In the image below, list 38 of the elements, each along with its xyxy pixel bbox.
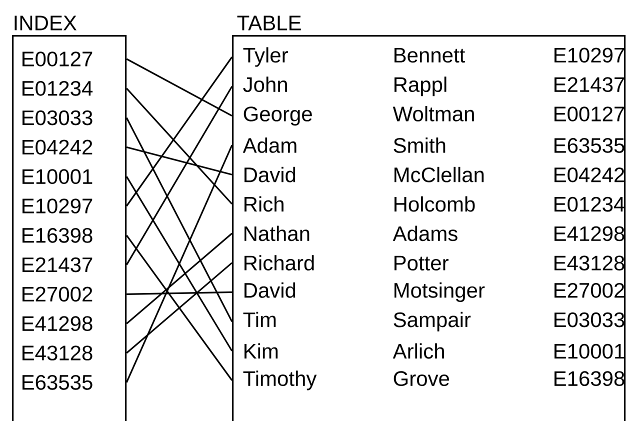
connector-line xyxy=(126,86,233,266)
connector-line xyxy=(126,176,233,352)
index-entry: E27002 xyxy=(22,286,92,302)
table-row: Tim Sampair E03033 xyxy=(243,312,624,332)
index-entry: E00127 xyxy=(22,52,92,66)
table-row: Adam Smith E63535 xyxy=(242,138,624,153)
connector-line xyxy=(126,146,232,176)
table-row: Tyler Bennett E10297 xyxy=(243,47,624,67)
table-row: Richard Potter E43128 xyxy=(244,255,624,270)
connector-line xyxy=(126,291,232,295)
table-row: David McClellan E04242 xyxy=(244,166,624,182)
index-entry: E10001 xyxy=(22,169,92,184)
box-heading: INDEX xyxy=(14,16,77,30)
index-entry: E16398 xyxy=(22,228,92,243)
table-row: David Motsinger E27002 xyxy=(244,282,624,302)
index-entry: E21437 xyxy=(22,257,92,272)
index-entry: E10297 xyxy=(22,198,92,214)
table-row: George Woltman E00127 xyxy=(244,106,624,126)
connector-line xyxy=(126,117,233,322)
table-row: Rich Holcomb E01234 xyxy=(244,196,625,212)
index-entry: E43128 xyxy=(22,346,92,360)
index-entry: E03033 xyxy=(22,110,92,126)
index-entry: E63535 xyxy=(22,374,92,390)
connector-line xyxy=(126,234,233,381)
connector-line xyxy=(126,58,232,116)
index-entry: E41298 xyxy=(22,316,92,332)
connector-line xyxy=(126,262,233,354)
index-entry: E04242 xyxy=(22,140,92,155)
connector-line xyxy=(126,56,233,206)
table-row: John Rappl E21437 xyxy=(243,76,624,96)
table-row: Nathan Adams E41298 xyxy=(244,226,624,242)
box-heading: TABLE xyxy=(237,16,301,30)
index-entry: E01234 xyxy=(22,80,93,96)
connector-line xyxy=(126,144,233,383)
connector-line xyxy=(126,88,233,205)
connector-line xyxy=(126,232,233,324)
table-row: Timothy Grove E16398 xyxy=(243,370,624,390)
table-row: Kim Arlich E10001 xyxy=(244,343,624,359)
